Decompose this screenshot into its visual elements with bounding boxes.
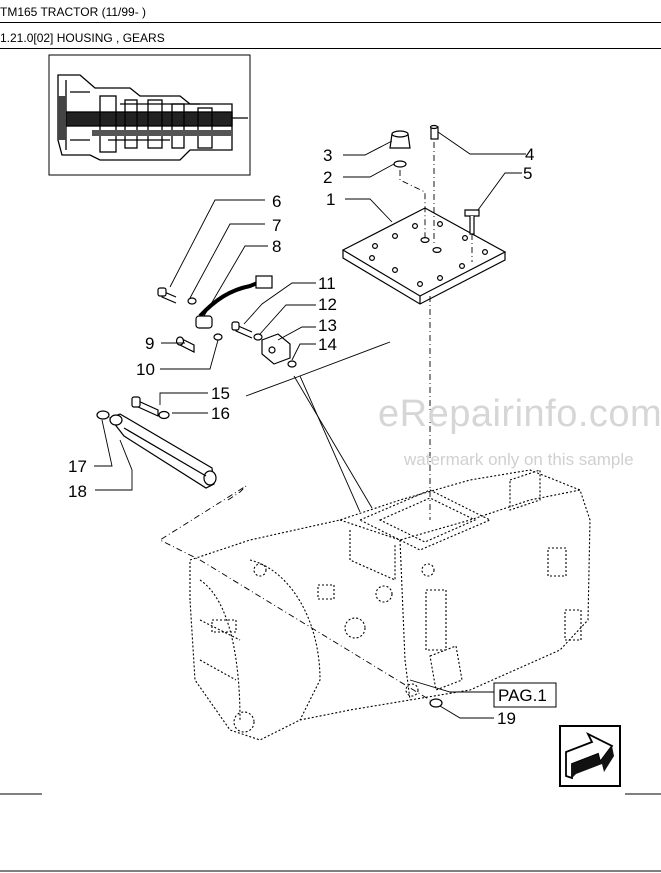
callout-10: 10: [136, 360, 155, 379]
callout-2: 2: [323, 168, 332, 187]
inset-thumbnail: [48, 54, 251, 176]
callout-19: 19: [497, 709, 516, 728]
callout-12: 12: [318, 295, 337, 314]
transmission-housing: [189, 469, 591, 741]
callout-7: 7: [272, 216, 281, 235]
callout-17: 17: [68, 457, 87, 476]
callout-8: 8: [272, 237, 281, 256]
callout-15: 15: [211, 384, 230, 403]
watermark-sub: watermark only on this sample: [404, 450, 634, 469]
o-ring-19: [429, 698, 443, 708]
shaft-parts: [96, 396, 217, 489]
sensor-parts: [157, 275, 297, 368]
callout-1: 1: [326, 190, 335, 209]
callout-11: 11: [318, 274, 336, 293]
header-divider: [0, 22, 661, 23]
callout-13: 13: [318, 316, 337, 335]
callout-9: 9: [145, 334, 154, 353]
leader-lines: [94, 131, 526, 719]
callout-18: 18: [68, 482, 87, 501]
watermark-main: eRepairinfo.com: [378, 393, 661, 435]
header-divider-bottom: [0, 48, 661, 49]
top-cover-plate: [341, 207, 507, 305]
header-model: TM165 TRACTOR (11/99- ): [0, 5, 147, 19]
callout-16: 16: [211, 404, 230, 423]
callout-5: 5: [523, 164, 532, 183]
callout-3: 3: [323, 146, 332, 165]
callout-4: 4: [525, 145, 534, 164]
assembly-axes: [159, 142, 473, 701]
page-ref-box: [493, 682, 557, 708]
header-section: 1.21.0[02] HOUSING , GEARS: [0, 31, 165, 45]
callout-6: 6: [272, 192, 281, 211]
callout-labels: 1 2 3 4 5 6 7 8 9 10 11 12 13 14 15 16 1…: [68, 145, 534, 728]
plug-and-pins: [389, 124, 480, 235]
callout-14: 14: [318, 335, 337, 354]
next-page-arrow-icon[interactable]: [559, 725, 621, 787]
page-ref-label: PAG.1: [498, 686, 547, 705]
